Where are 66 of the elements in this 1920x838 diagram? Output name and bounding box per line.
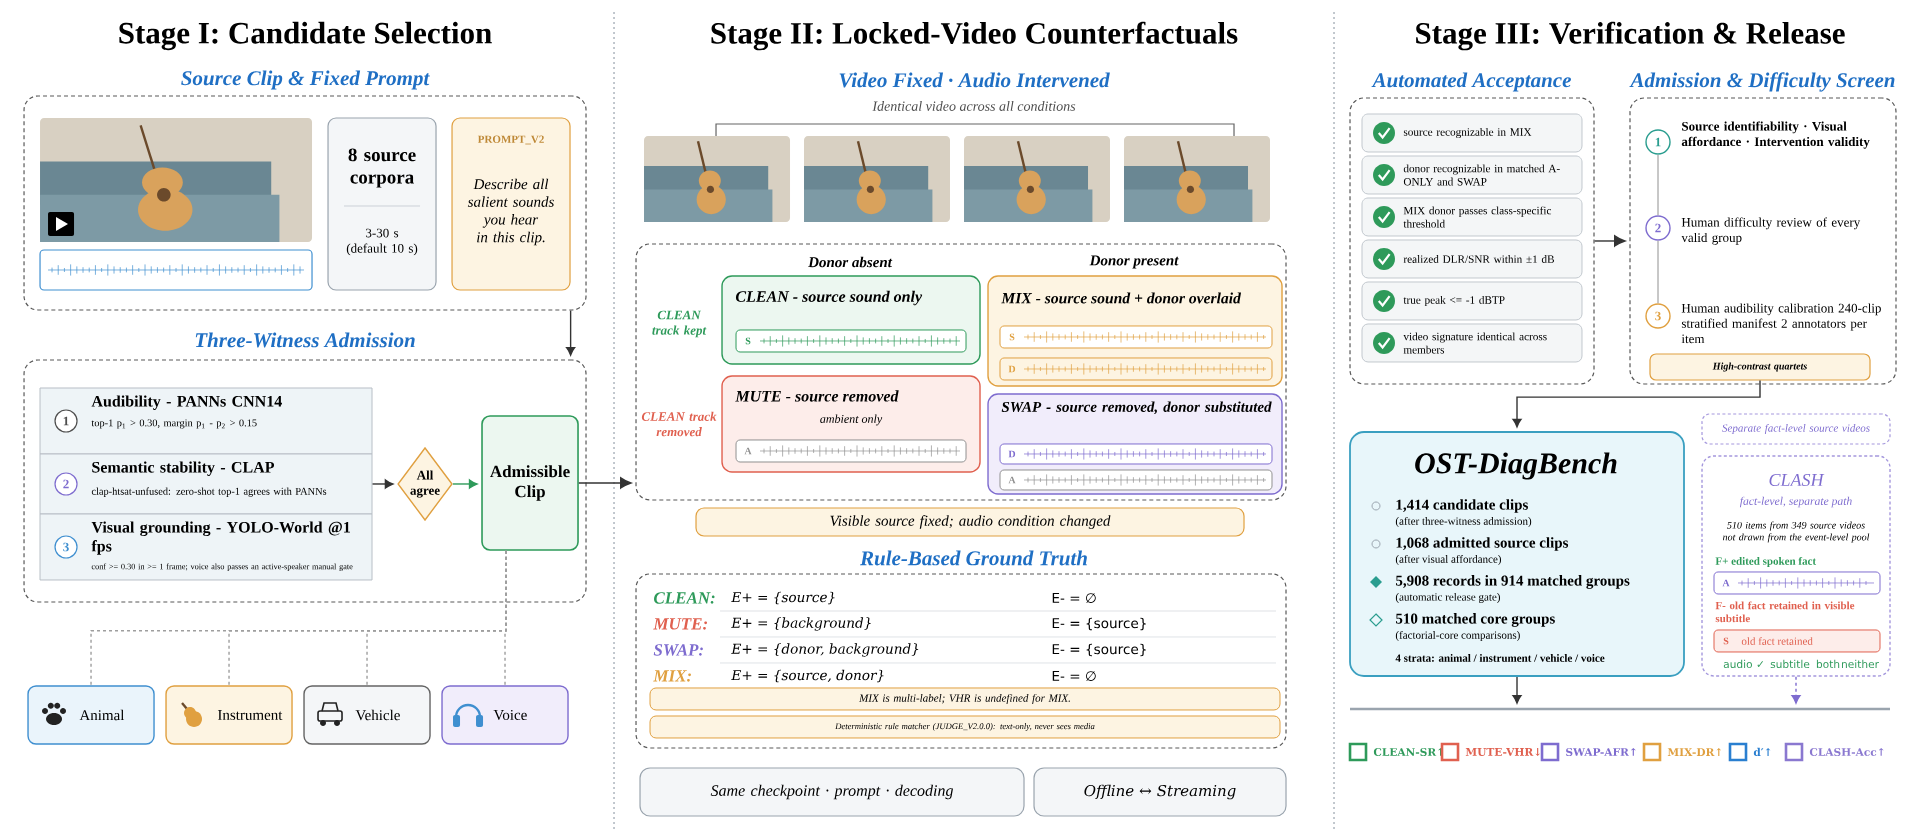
audio-track xyxy=(999,325,1273,349)
rule-label: MUTE: xyxy=(653,618,707,630)
category-box xyxy=(441,685,569,745)
audio-track xyxy=(735,439,967,463)
arrow xyxy=(565,309,576,356)
rule-label: SWAP: xyxy=(653,644,703,656)
stage-title: Stage III: Verification & Release xyxy=(1416,21,1845,51)
group-heading: Source Clip & Fixed Prompt xyxy=(181,70,430,90)
category-box xyxy=(165,685,293,745)
group-heading: Automated Acceptance xyxy=(1371,72,1571,92)
dashed-group xyxy=(635,243,1287,501)
card-title: 8 source corpora xyxy=(348,148,416,188)
audio-track xyxy=(999,443,1273,465)
category-box xyxy=(27,685,155,745)
criterion-title: Semantic stability - CLAP xyxy=(92,461,275,476)
audio-track xyxy=(1713,571,1881,595)
checklist-item xyxy=(1361,281,1583,321)
arrow xyxy=(452,479,478,489)
dashed-group xyxy=(1349,72,1595,385)
criterion-row xyxy=(39,453,373,515)
checklist-item xyxy=(1361,239,1583,279)
dashed-group xyxy=(1629,72,1897,385)
info-box: Same checkpoint · prompt · decoding xyxy=(639,767,1025,817)
arrow xyxy=(1593,235,1626,247)
arrow xyxy=(371,479,394,489)
dashed-panel xyxy=(1701,455,1891,677)
dashed-group xyxy=(23,70,587,311)
group-heading: Three-Witness Admission xyxy=(195,332,415,348)
connector-line xyxy=(504,550,507,686)
checklist-item xyxy=(1361,155,1583,195)
result-box: Admissible Clip xyxy=(481,415,579,551)
dashed-group xyxy=(23,332,587,603)
category-box xyxy=(303,685,431,745)
arrow xyxy=(1512,379,1761,428)
arrow xyxy=(578,477,632,489)
arrow xyxy=(1791,675,1801,704)
stage-title: Stage II: Locked-Video Counterfactuals xyxy=(711,21,1238,51)
prompt-card xyxy=(451,117,571,291)
rule-label: CLEAN: xyxy=(654,592,715,604)
criterion-row xyxy=(39,513,373,581)
checklist-item xyxy=(1361,323,1583,363)
criterion-title: Audibility - PANNs CNN14 xyxy=(91,395,282,410)
criterion-title: Visual grounding - YOLO-World @1 fps xyxy=(91,521,350,555)
baseline-bar xyxy=(1350,707,1890,711)
panel-title: OST-DiagBench xyxy=(1415,452,1617,480)
group-heading: Rule-Based Ground Truth xyxy=(860,550,1087,566)
group-heading: Admission & Difficulty Screen xyxy=(1629,72,1895,92)
checklist-item xyxy=(1361,197,1583,237)
audio-track xyxy=(1713,629,1881,653)
arrow xyxy=(1512,676,1522,704)
stage-title: Stage I: Candidate Selection xyxy=(119,21,492,51)
benchmark-panel xyxy=(1349,431,1685,677)
audio-track xyxy=(999,357,1273,381)
criterion-row xyxy=(39,387,373,455)
info-card xyxy=(327,117,437,291)
section-heading: Video Fixed · Audio Intervened xyxy=(839,72,1110,88)
connector-line xyxy=(1657,154,1659,216)
card-title: MUTE - source removed xyxy=(735,390,899,402)
panel-title: CLASH xyxy=(1769,473,1825,487)
rule-label: MIX: xyxy=(653,670,691,682)
audio-track xyxy=(999,469,1273,491)
video-clip-drawing xyxy=(39,118,313,291)
connector-line xyxy=(1657,240,1659,304)
card-title: CLEAN - source sound only xyxy=(735,290,923,306)
audio-track xyxy=(735,329,967,353)
checklist-item xyxy=(1361,113,1583,153)
